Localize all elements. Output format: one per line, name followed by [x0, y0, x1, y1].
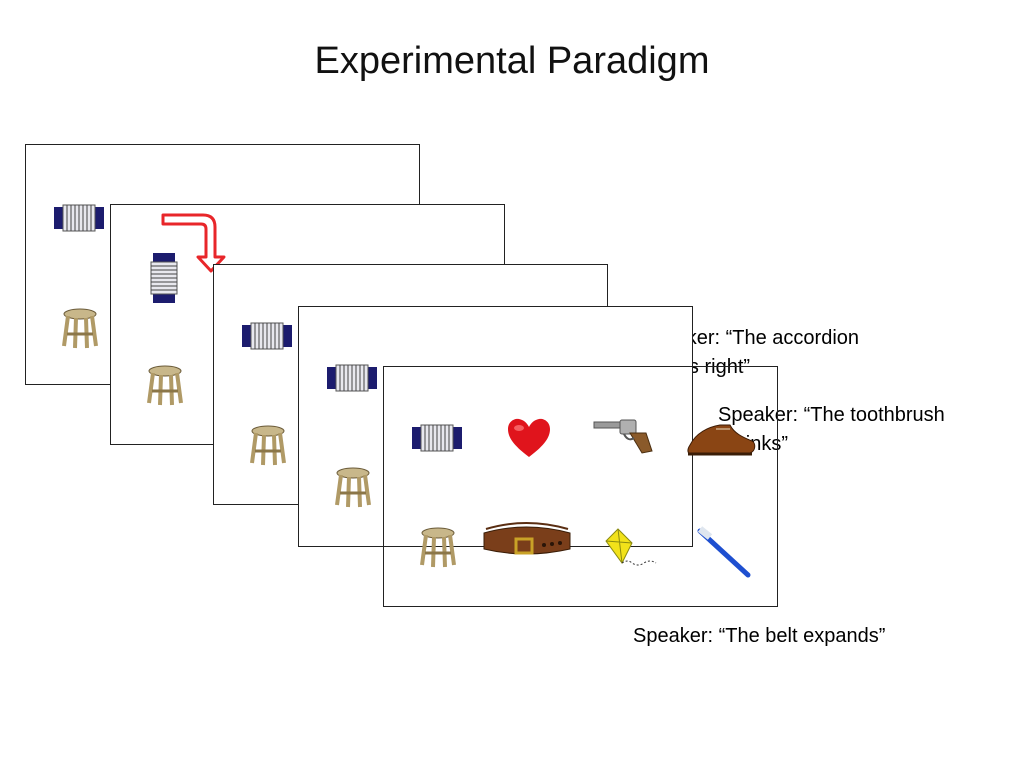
shoe-icon — [687, 424, 756, 456]
frame-4-scene — [327, 364, 377, 508]
accordion-icon — [327, 364, 377, 392]
accordion-icon — [242, 322, 292, 350]
caption-accordion-line1: Speaker: “The accordion — [640, 327, 860, 349]
revolver-icon — [593, 419, 653, 454]
frame-5-scene — [412, 418, 756, 578]
stool-icon — [147, 365, 183, 406]
belt-icon — [483, 522, 571, 555]
move-arrow-icon — [161, 213, 226, 273]
accordion-icon — [150, 253, 178, 303]
toothbrush-icon — [697, 526, 751, 578]
stool-icon — [62, 308, 98, 349]
accordion-icon — [412, 424, 462, 452]
frame-1-scene — [54, 204, 104, 349]
frame-3-scene — [242, 322, 292, 466]
frame-2-scene — [147, 213, 226, 406]
stool-icon — [250, 425, 286, 466]
accordion-icon — [54, 204, 104, 232]
stool-icon — [420, 527, 456, 568]
caption-belt: Speaker: “The belt expands” — [633, 625, 886, 647]
stool-icon — [335, 467, 371, 508]
slide-title: Experimental Paradigm — [314, 40, 710, 82]
kite-icon — [605, 528, 657, 566]
caption-toothbrush-line1: Speaker: “The toothbrush — [718, 404, 945, 426]
heart-icon — [508, 418, 550, 457]
trial-frame-5 — [383, 366, 778, 607]
